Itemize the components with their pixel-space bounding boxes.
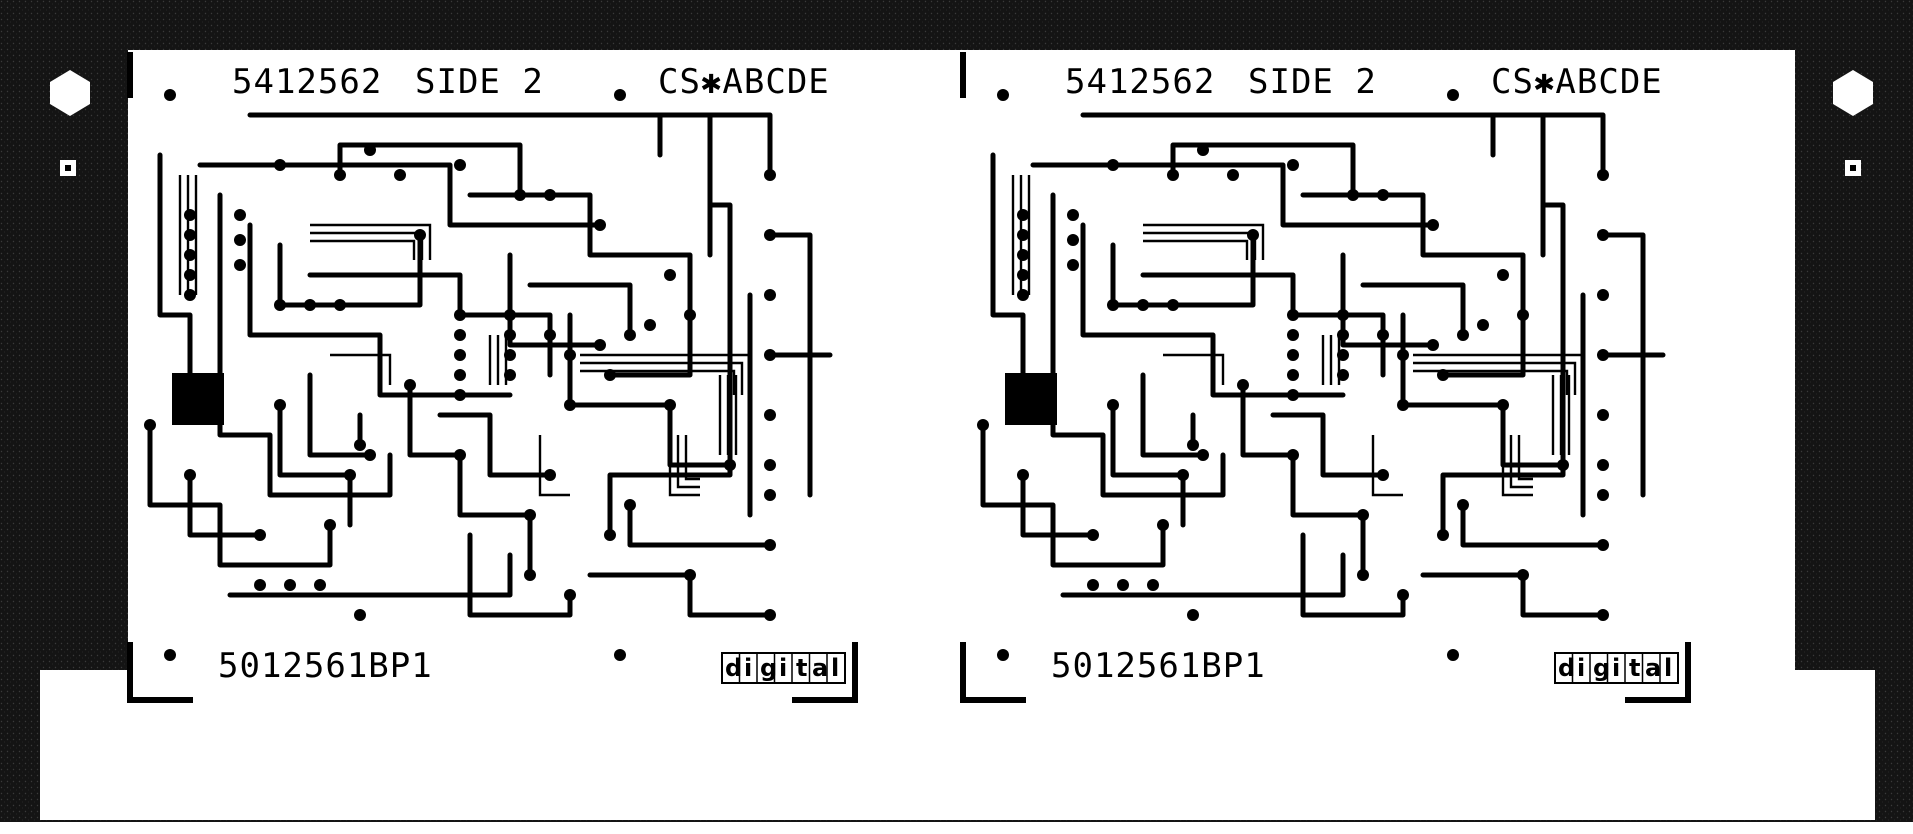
part-number-right: 5412562 <box>1065 62 1215 102</box>
svg-text:g: g <box>760 654 777 682</box>
svg-text:d: d <box>725 654 742 682</box>
svg-text:l: l <box>831 654 839 682</box>
board-id-right: 5012561BP1 <box>1051 646 1266 686</box>
svg-text:d: d <box>1558 654 1575 682</box>
revision-code-right: CS✱ABCDE <box>1491 62 1663 102</box>
svg-text:i: i <box>744 654 752 682</box>
board-right: 5412562 SIDE 2 CS✱ABCDE 5012561BP1 d i g… <box>963 55 1688 700</box>
revision-code-left: CS✱ABCDE <box>658 62 830 102</box>
digital-logo-left: d i g i t a l <box>721 652 846 684</box>
part-number-left: 5412562 <box>232 62 382 102</box>
svg-text:a: a <box>812 654 828 682</box>
svg-text:i: i <box>779 654 787 682</box>
hexagon-right-icon <box>1833 70 1873 116</box>
svg-text:a: a <box>1645 654 1661 682</box>
side-label-left: SIDE 2 <box>415 62 544 102</box>
side-label-right: SIDE 2 <box>1248 62 1377 102</box>
digital-logo-right: d i g i t a l <box>1554 652 1679 684</box>
svg-text:g: g <box>1593 654 1610 682</box>
board-left: 5412562 SIDE 2 CS✱ABCDE 5012561BP1 d i g… <box>130 55 855 700</box>
svg-text:t: t <box>796 654 807 682</box>
svg-text:i: i <box>1612 654 1620 682</box>
hexagon-left-icon <box>50 70 90 116</box>
board-id-left: 5012561BP1 <box>218 646 433 686</box>
svg-text:l: l <box>1664 654 1672 682</box>
paper-sheet <box>40 50 1875 820</box>
svg-text:i: i <box>1577 654 1585 682</box>
svg-text:t: t <box>1629 654 1640 682</box>
